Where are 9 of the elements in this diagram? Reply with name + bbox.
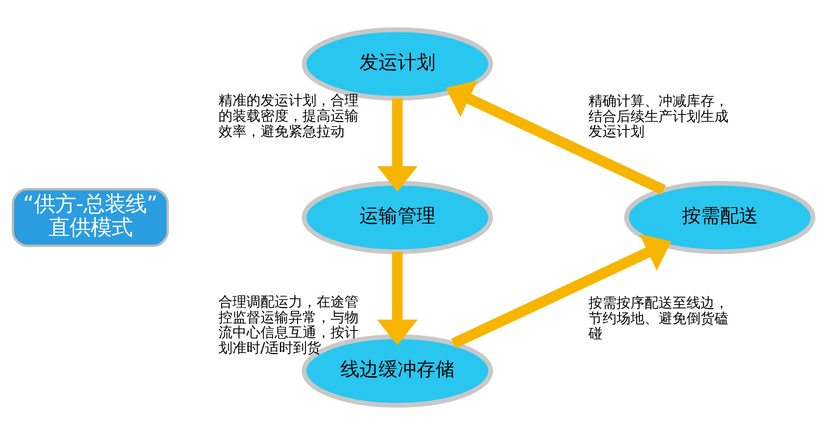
node-ellipse: 按需配送 xyxy=(624,180,816,254)
arrow xyxy=(377,251,418,345)
node-box: “供方-总装线”直供模式 xyxy=(12,187,169,247)
edge-label: 按需按序配送至线边，节约场地、避免倒货磕碰 xyxy=(588,294,729,342)
arrow xyxy=(451,233,672,348)
arrow xyxy=(446,80,666,194)
edge-label: 精确计算、冲减库存，结合后续生产计划生成发运计划 xyxy=(588,92,729,140)
node-ellipse: 运输管理 xyxy=(302,180,494,254)
arrow xyxy=(377,98,418,192)
